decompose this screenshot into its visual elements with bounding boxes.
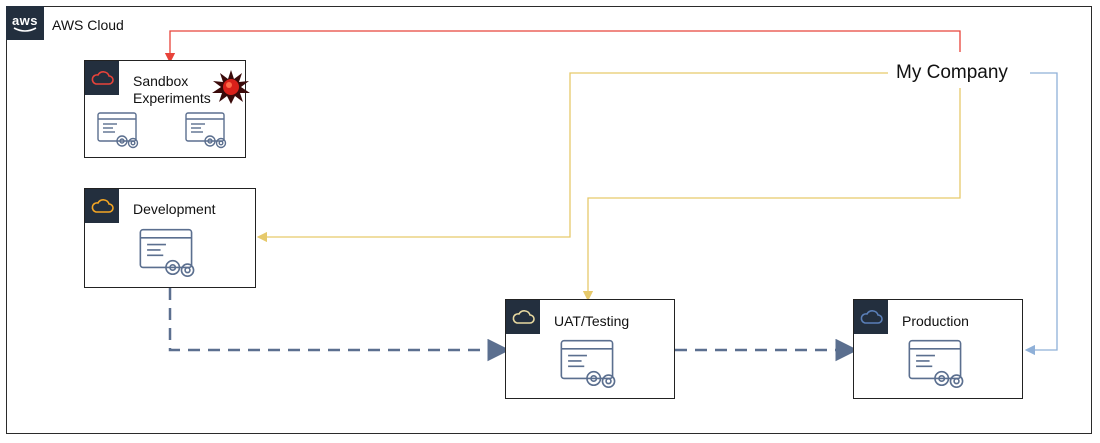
- app-gear-icon: [908, 339, 964, 389]
- cloud-icon: [506, 300, 540, 334]
- my-company-label: My Company: [896, 62, 1008, 83]
- app-gear-icon: [185, 112, 227, 149]
- company-to-development-arrow: [256, 72, 888, 243]
- aws-logo-icon: aws: [6, 6, 44, 40]
- uat-testing-environment: UAT/Testing: [505, 299, 675, 399]
- aws-logo-text: aws: [11, 12, 39, 28]
- app-gear-icon: [139, 228, 195, 278]
- explosion-icon: [212, 70, 250, 104]
- app-gear-icon: [97, 112, 139, 149]
- development-environment: Development: [84, 188, 256, 288]
- sandbox-environment: Sandbox Experiments: [84, 60, 250, 158]
- app-gear-icon: [560, 339, 616, 389]
- production-label: Production: [902, 313, 969, 329]
- sandbox-label-line2: Experiments: [133, 90, 211, 106]
- cloud-icon: [854, 300, 888, 334]
- company-to-uat-arrow: [582, 88, 961, 302]
- development-label: Development: [133, 201, 216, 217]
- cloud-icon: [85, 189, 119, 223]
- sandbox-label: Sandbox Experiments: [133, 73, 211, 107]
- company-to-sandbox-arrow: [164, 30, 961, 64]
- development-to-uat-promotion-arrow: [168, 288, 510, 362]
- sandbox-label-line1: Sandbox: [133, 73, 189, 89]
- aws-smile-icon: [13, 26, 37, 32]
- production-environment: Production: [853, 299, 1023, 399]
- uat-testing-label: UAT/Testing: [554, 313, 630, 329]
- cloud-icon: [85, 61, 119, 95]
- company-to-production-arrow: [1024, 72, 1058, 356]
- aws-cloud-boundary: [6, 6, 1092, 434]
- aws-cloud-title: AWS Cloud: [52, 17, 124, 33]
